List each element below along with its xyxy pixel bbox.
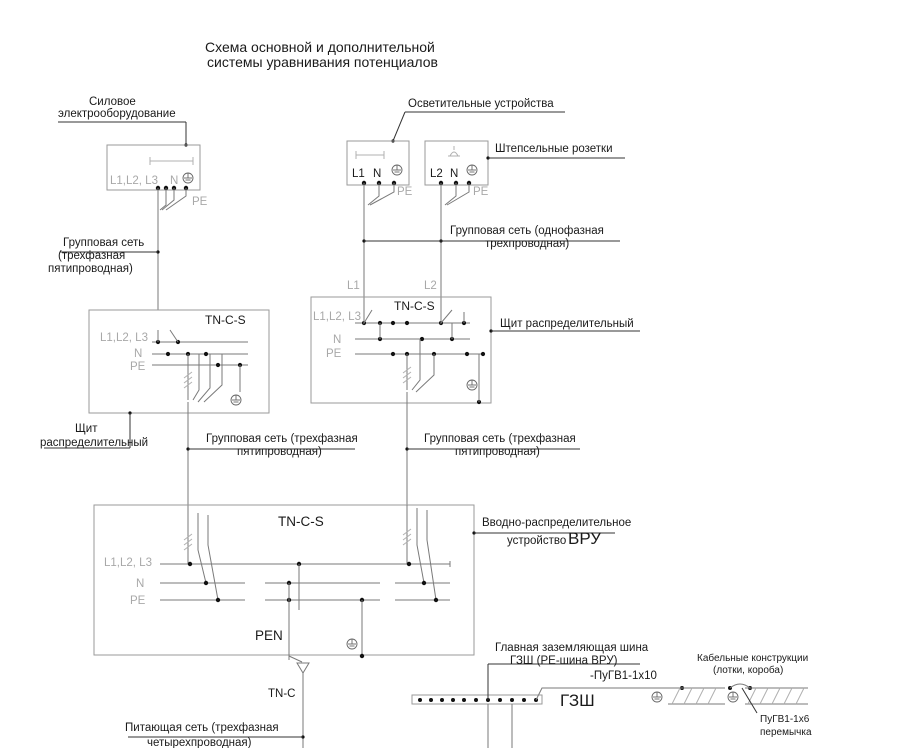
group-net-single-label-2: трехпроводная) bbox=[485, 238, 569, 250]
ground-icon bbox=[346, 638, 358, 650]
tnc-label: TN-C bbox=[268, 688, 295, 700]
motor-terminals: L1,L2, L3 bbox=[110, 175, 158, 187]
left-board-scheme: TN-C-S bbox=[205, 313, 246, 327]
vru-label-1: Вводно-распределительное bbox=[482, 517, 631, 529]
trunk-wires: Групповая сеть (трехфазная пятипроводная… bbox=[186, 392, 580, 510]
group-net-three-label-3: пятипроводная) bbox=[48, 263, 133, 275]
vru-block: TN-C-S L1,L2, L3 N PE PEN bbox=[93, 504, 631, 748]
left-board-phases: L1,L2, L3 bbox=[100, 332, 148, 344]
right-board-label: Щит распределительный bbox=[500, 318, 634, 330]
group-net-mid-right-2: пятипроводная) bbox=[455, 446, 540, 458]
gzsh-bar bbox=[411, 694, 543, 705]
group-net-mid-left-1: Групповая сеть (трехфазная bbox=[206, 433, 358, 445]
power-equipment-block: Силовое электрооборудование L1,L2, L3 N … bbox=[48, 96, 208, 310]
lamp-pe: PE bbox=[397, 186, 413, 198]
lighting-block: Осветительные устройства L1 N PE bbox=[346, 98, 565, 300]
socket-l: L2 bbox=[430, 168, 443, 180]
right-board-pe: PE bbox=[326, 348, 342, 360]
title-line-1: Схема основной и дополнительной bbox=[205, 39, 435, 55]
line-l1-label: L1 bbox=[347, 280, 360, 292]
vru-phases: L1,L2, L3 bbox=[104, 557, 152, 569]
vru-label-2: устройство bbox=[507, 535, 566, 547]
group-net-three-label-2: (трехфазная bbox=[58, 250, 125, 262]
motor-pe: PE bbox=[192, 196, 208, 208]
right-distribution-board: TN-C-S L1,L2, L3 N PE Щит bbox=[310, 296, 640, 405]
left-board-label-2: распределительный bbox=[40, 437, 148, 449]
right-board-scheme: TN-C-S bbox=[394, 299, 435, 313]
jumper-label-1: ПуГВ1-1х6 bbox=[760, 714, 810, 725]
group-net-single-label-1: Групповая сеть (однофазная bbox=[450, 225, 604, 237]
left-board-label-1: Щит bbox=[75, 423, 98, 435]
main-bus-label-2: ГЗШ (РЕ-шина ВРУ) bbox=[510, 655, 618, 667]
main-bus-label-1: Главная заземляющая шина bbox=[495, 642, 649, 654]
power-equipment-label-1: Силовое bbox=[89, 96, 136, 108]
cable-label-1: Кабельные конструкции bbox=[697, 652, 808, 664]
socket-pe: PE bbox=[473, 186, 489, 198]
title-line-2: системы уравнивания потенциалов bbox=[207, 54, 438, 70]
vru-n: N bbox=[136, 578, 144, 590]
ground-icon bbox=[466, 164, 478, 176]
supply-label-1: Питающая сеть (трехфазная bbox=[125, 722, 279, 734]
cable-label-2: (лотки, короба) bbox=[713, 664, 783, 676]
group-net-mid-left-2: пятипроводная) bbox=[237, 446, 322, 458]
ground-icon bbox=[466, 379, 478, 391]
gzsh-label: ГЗШ bbox=[560, 691, 595, 710]
motor-n: N bbox=[170, 175, 178, 187]
left-distribution-board: TN-C-S L1,L2, L3 N PE Щит распределитель… bbox=[40, 309, 270, 449]
power-equipment-label-2: электрооборудование bbox=[58, 108, 176, 120]
wire-label-1: -ПуГВ1-1х10 bbox=[590, 670, 657, 682]
group-net-single-block: Групповая сеть (однофазная трехпроводная… bbox=[347, 225, 620, 292]
left-board-box bbox=[88, 309, 270, 414]
supply-block: Питающая сеть (трехфазная четырехпроводн… bbox=[125, 722, 305, 748]
right-board-phases: L1,L2, L3 bbox=[313, 311, 361, 323]
jumper-label-2: перемычка bbox=[760, 727, 812, 738]
ground-icon bbox=[391, 164, 403, 176]
socket-block: L2 N PE Штепсельные розетки bbox=[424, 140, 625, 300]
ground-icon bbox=[651, 691, 663, 703]
line-l2-label: L2 bbox=[424, 280, 437, 292]
ground-icon bbox=[182, 172, 194, 184]
lamp-l: L1 bbox=[352, 168, 365, 180]
right-board-n: N bbox=[333, 334, 341, 346]
sockets-label: Штепсельные розетки bbox=[495, 143, 613, 155]
group-net-three-label-1: Групповая сеть bbox=[63, 237, 144, 249]
lamp-n: N bbox=[373, 168, 381, 180]
vru-pe: PE bbox=[130, 595, 146, 607]
supply-label-2: четырехпроводная) bbox=[147, 737, 252, 748]
pen-label: PEN bbox=[255, 628, 283, 643]
ground-icon bbox=[230, 394, 242, 406]
left-board-n: N bbox=[134, 348, 142, 360]
group-net-mid-right-1: Групповая сеть (трехфазная bbox=[424, 433, 576, 445]
vru-label-big: ВРУ bbox=[568, 529, 601, 548]
vru-scheme: TN-C-S bbox=[278, 514, 324, 529]
cable-constructions-block: Кабельные конструкции (лотки, короба) Пу… bbox=[651, 652, 812, 738]
motor-box bbox=[106, 144, 201, 191]
ground-icon bbox=[727, 691, 739, 703]
left-board-pe: PE bbox=[130, 361, 146, 373]
lamp-box bbox=[346, 140, 410, 186]
right-board-box bbox=[310, 296, 492, 404]
vru-box bbox=[93, 504, 475, 656]
main-grounding-bus: ГЗШ Главная заземляющая шина ГЗШ (РЕ-шин… bbox=[411, 642, 680, 748]
socket-n: N bbox=[450, 168, 458, 180]
lighting-label: Осветительные устройства bbox=[408, 98, 554, 110]
